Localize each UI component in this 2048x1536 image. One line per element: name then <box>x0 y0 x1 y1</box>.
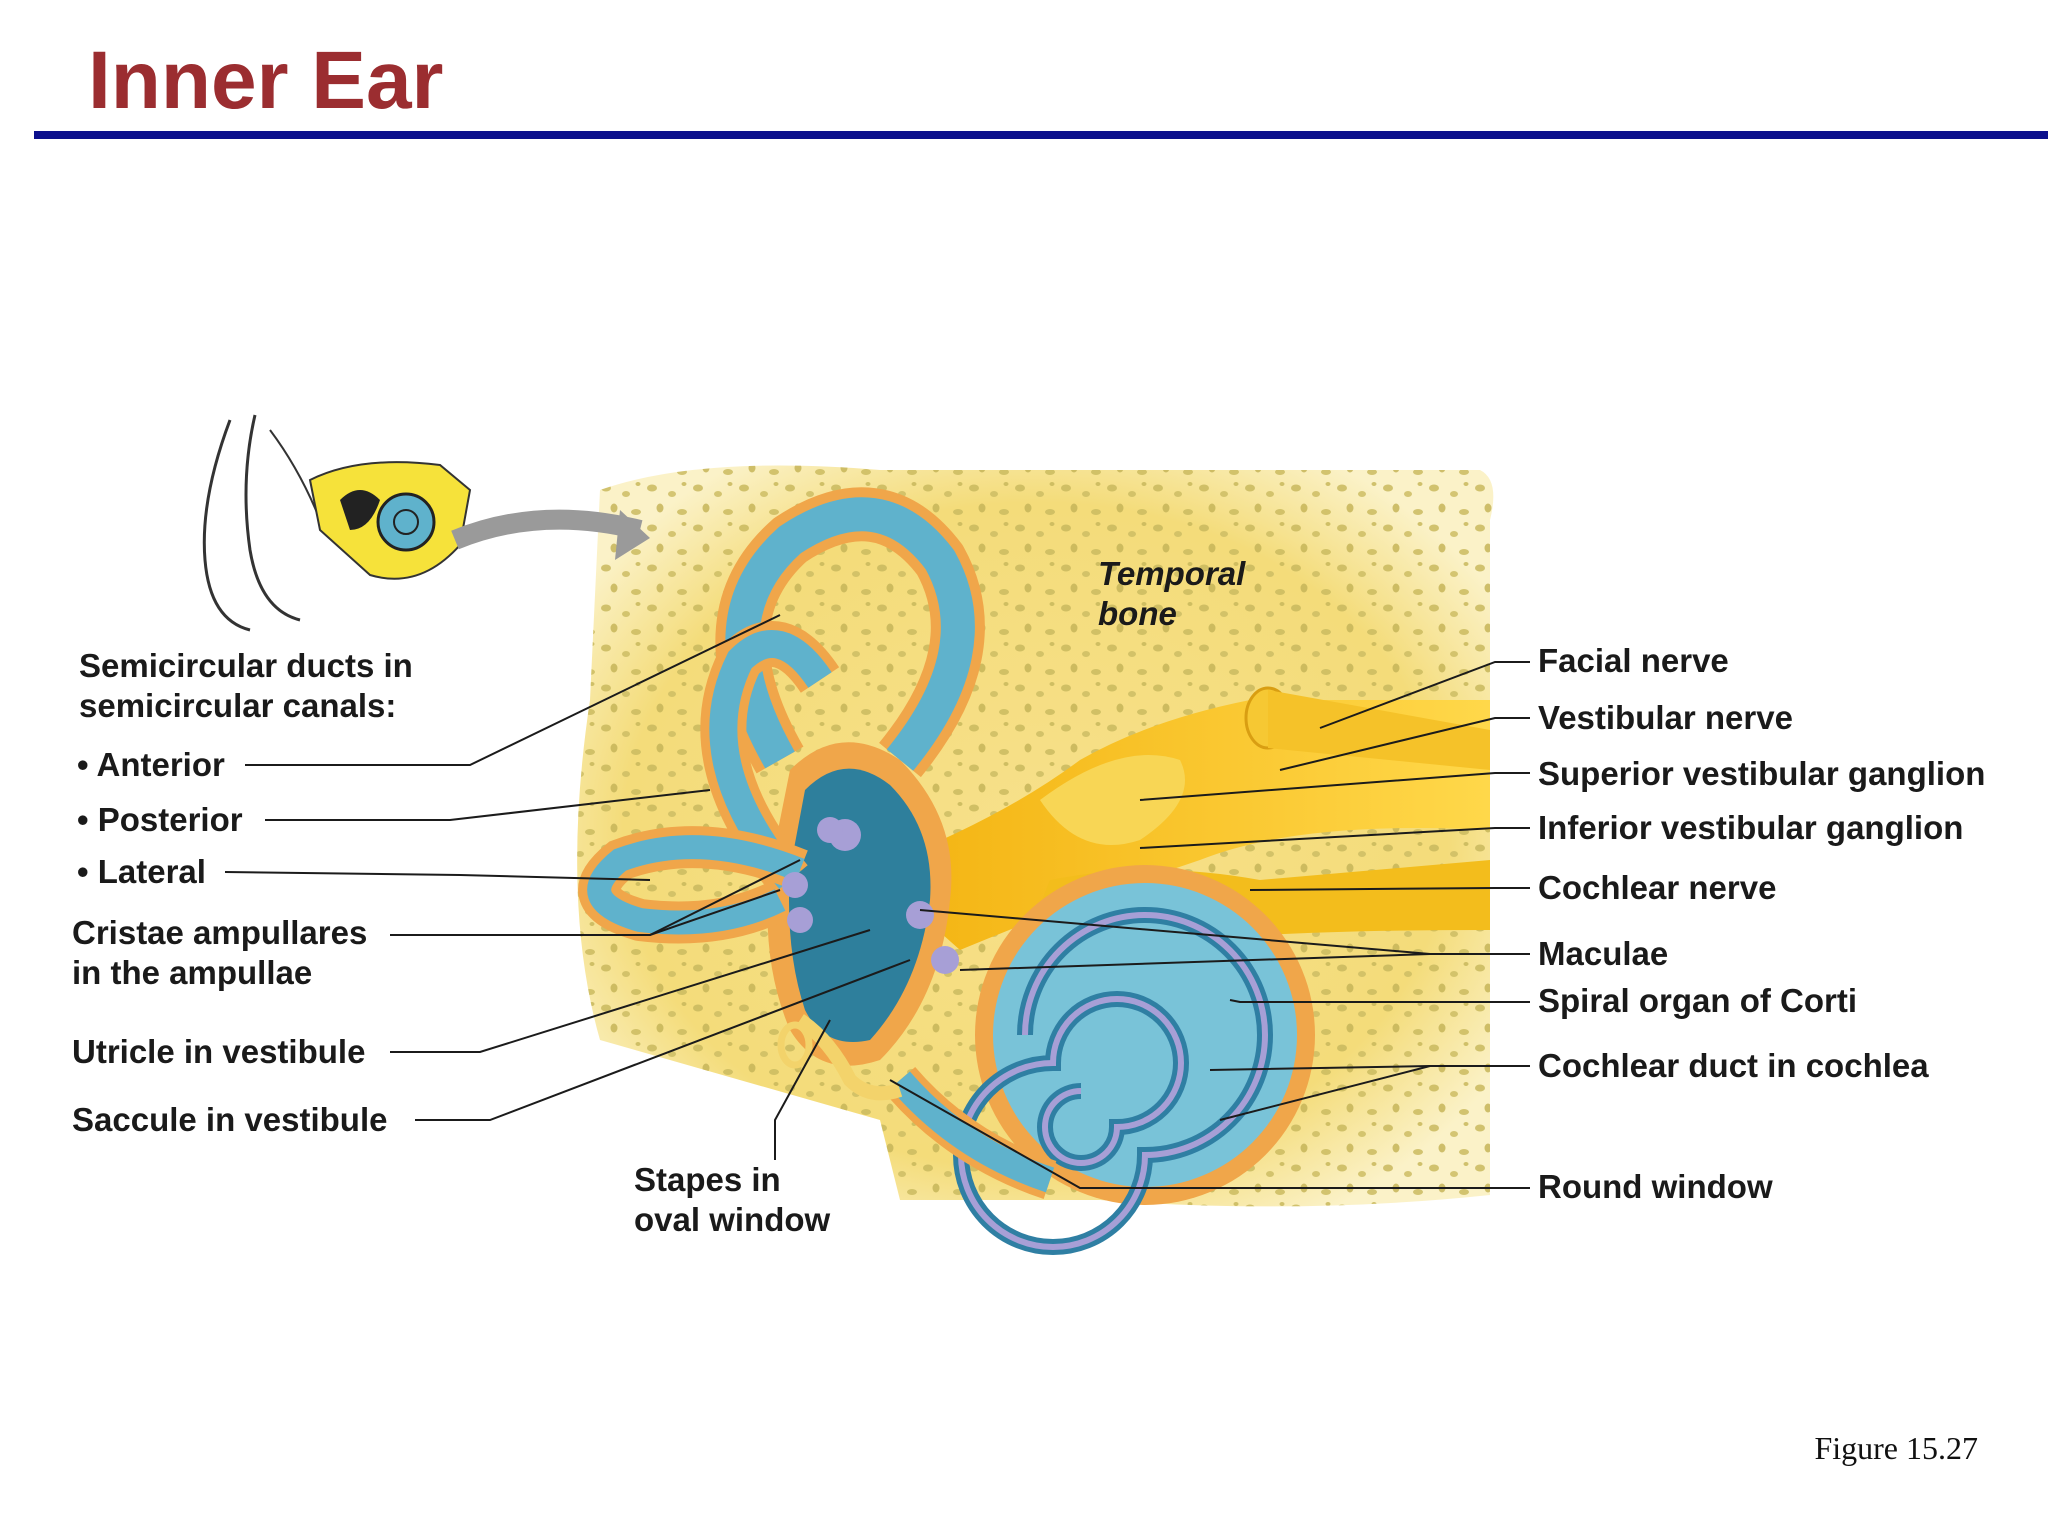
label-facial-nerve: Facial nerve <box>1538 642 1729 679</box>
label-lateral: • Lateral <box>77 853 206 890</box>
cochlea <box>884 865 1315 1255</box>
label-semicircular-header: Semicircular ducts in semicircular canal… <box>79 647 413 724</box>
label-inferior-vestibular-ganglion: Inferior vestibular ganglion <box>1538 809 1964 846</box>
title-rule <box>34 131 2048 139</box>
label-vestibular-nerve: Vestibular nerve <box>1538 699 1793 736</box>
label-cristae: Cristae ampullares in the ampullae <box>72 914 368 991</box>
label-stapes: Stapes in oval window <box>634 1161 831 1238</box>
orientation-thumbnail <box>202 414 650 632</box>
label-superior-vestibular-ganglion: Superior vestibular ganglion <box>1538 755 1986 792</box>
label-spiral-organ: Spiral organ of Corti <box>1538 982 1858 1019</box>
label-posterior: • Posterior <box>77 801 243 838</box>
label-maculae: Maculae <box>1538 935 1669 972</box>
page-title: Inner Ear <box>88 35 444 126</box>
label-utricle: Utricle in vestibule <box>72 1033 366 1070</box>
label-cochlear-nerve: Cochlear nerve <box>1538 869 1777 906</box>
label-round-window: Round window <box>1538 1168 1773 1205</box>
figure-number: Figure 15.27 <box>1814 1430 1978 1466</box>
leader-lines <box>224 614 1530 1189</box>
label-saccule: Saccule in vestibule <box>72 1101 388 1138</box>
stapes <box>777 1014 903 1101</box>
label-temporal-bone: Temporal bone <box>1098 555 1246 632</box>
label-cochlear-duct: Cochlear duct in cochlea <box>1538 1047 1929 1084</box>
semicircular-canals <box>578 487 985 944</box>
label-anterior: • Anterior <box>77 746 225 783</box>
